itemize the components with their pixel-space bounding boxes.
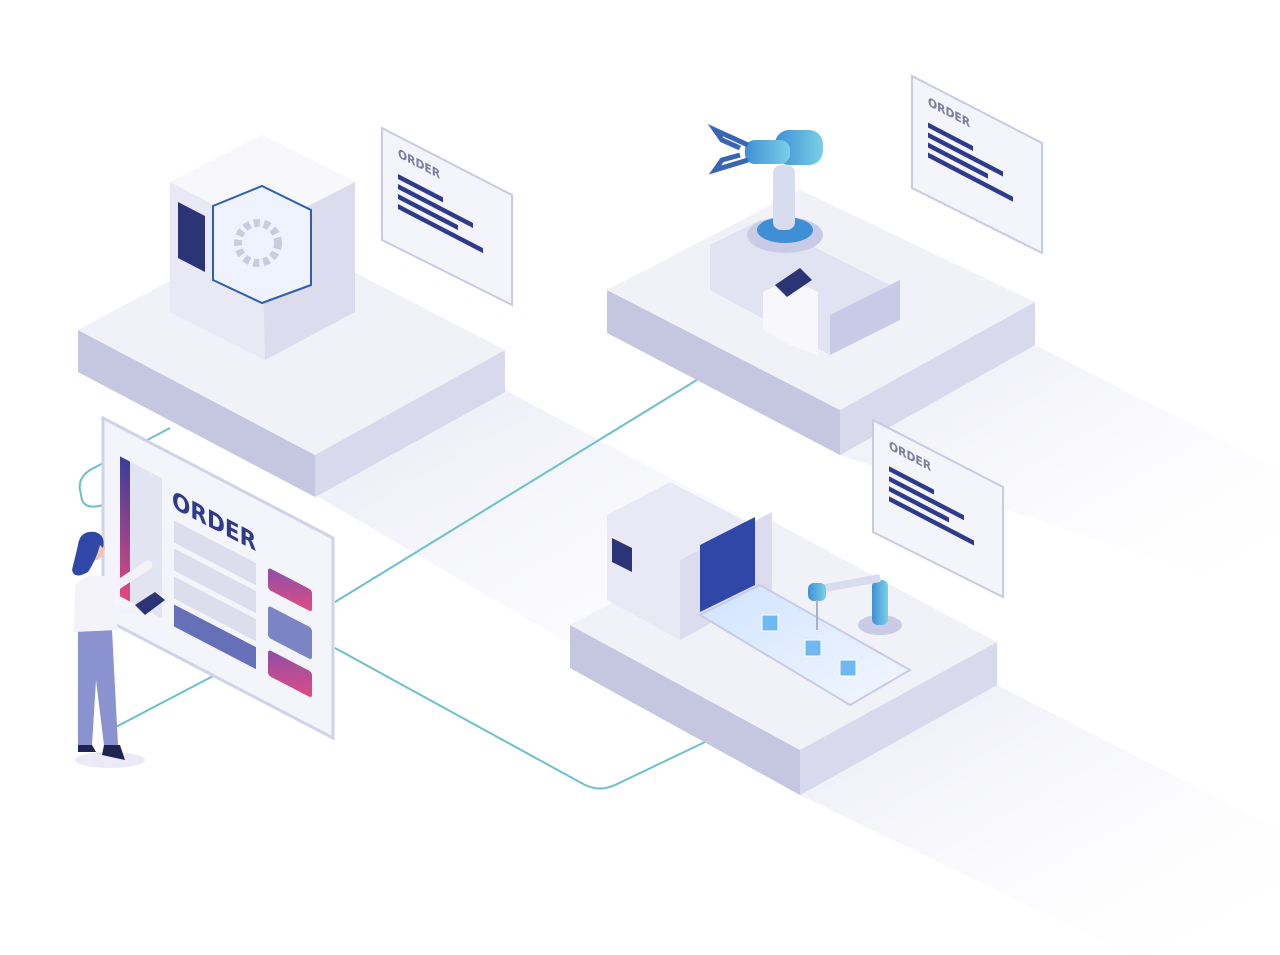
order-button-3 [268,650,312,698]
platform-processing [78,135,505,497]
order-button-1 [268,568,312,612]
gripper-icon [707,123,750,175]
order-panel: ORDER [101,415,335,741]
platform-assembly [570,482,997,795]
gear-icon [234,219,282,267]
person-figure [72,531,165,768]
product-boxes [761,614,857,677]
platform-robot [607,123,1035,455]
order-card-2: ORDER [911,74,1043,255]
order-button-2 [268,606,312,660]
connector-lines [78,377,706,790]
control-screen [775,268,812,297]
tablet-icon [135,592,165,615]
order-card-3: ORDER [872,418,1004,599]
order-card-1: ORDER [381,126,513,307]
